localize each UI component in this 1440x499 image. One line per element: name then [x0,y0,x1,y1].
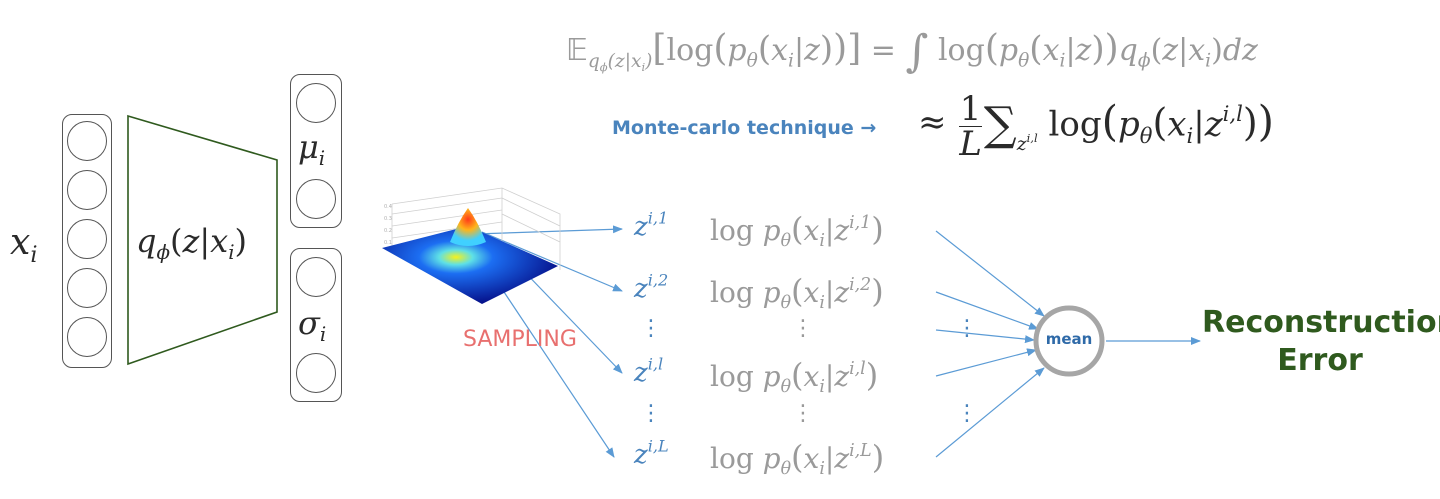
input-neuron [67,121,107,161]
input-neuron [67,219,107,259]
log-term-L: log pθ(xi|zi,L) [710,438,885,480]
svg-text:0.4: 0.4 [384,204,392,210]
svg-text:0.2: 0.2 [384,228,392,234]
sample-arrow-1 [474,225,623,235]
to-mean-arrow-2 [935,291,1039,330]
output-label-line2: Error [1277,343,1363,378]
mean-circle [1033,305,1105,377]
encoder-label: qϕ(z|xi) [136,222,248,264]
sample-arrow-2 [481,231,623,292]
input-layer [62,114,112,368]
monte-carlo-label: Monte-carlo technique → [612,117,876,139]
vdots: ⋮ [640,401,662,426]
sample-z-L: zi,L [634,436,669,470]
to-mean-arrow-3 [935,348,1037,377]
vdots: ⋮ [792,316,814,341]
expectation-formula: 𝔼qϕ(z|xi)[log(pθ(xi|z))] = ∫ log(pθ(xi|z… [566,26,1258,77]
arrow-right-icon: → [860,117,877,139]
vdots: ⋮ [956,401,978,426]
vdots: ⋮ [956,316,978,341]
encoder-trapezoid [127,114,278,366]
log-term-l: log pθ(xi|zi,l) [710,356,879,398]
vdots: ⋮ [792,401,814,426]
sigma-neuron [296,257,336,297]
input-neuron [67,268,107,308]
svg-text:0.3: 0.3 [384,216,392,222]
approx-formula: ≈ 1 L ∑zi,l log(pθ(xi|zi,l)) [918,89,1275,164]
mu-neuron [296,179,336,219]
log-term-2: log pθ(xi|zi,2) [710,272,884,314]
to-mean-arrow-dots1 [935,329,1035,344]
gaussian-surface-plot-icon: 0.4 0.3 0.2 0.1 [382,187,561,304]
sample-z-2: zi,2 [634,270,669,304]
sample-z-1: zi,1 [634,208,669,242]
input-neuron [67,317,107,357]
sample-z-l: zi,l [634,354,664,388]
output-label: Reconstruction Error [1202,304,1440,380]
log-term-1: log pθ(xi|zi,1) [710,210,884,252]
to-mean-arrow-1 [935,230,1045,317]
sampling-label: SAMPLING [463,327,577,352]
input-neuron [67,170,107,210]
vdots: ⋮ [640,316,662,341]
to-mean-arrow-4 [935,367,1045,458]
output-label-line1: Reconstruction [1202,305,1440,340]
mean-label: mean [1045,330,1093,348]
monte-carlo-text: Monte-carlo technique [612,117,854,139]
mu-label: μi [298,128,326,170]
input-x-label: xi [10,222,38,268]
mu-neuron [296,83,336,123]
svg-text:0.1: 0.1 [384,240,392,246]
sigma-label: σi [298,304,327,346]
sigma-neuron [296,353,336,393]
